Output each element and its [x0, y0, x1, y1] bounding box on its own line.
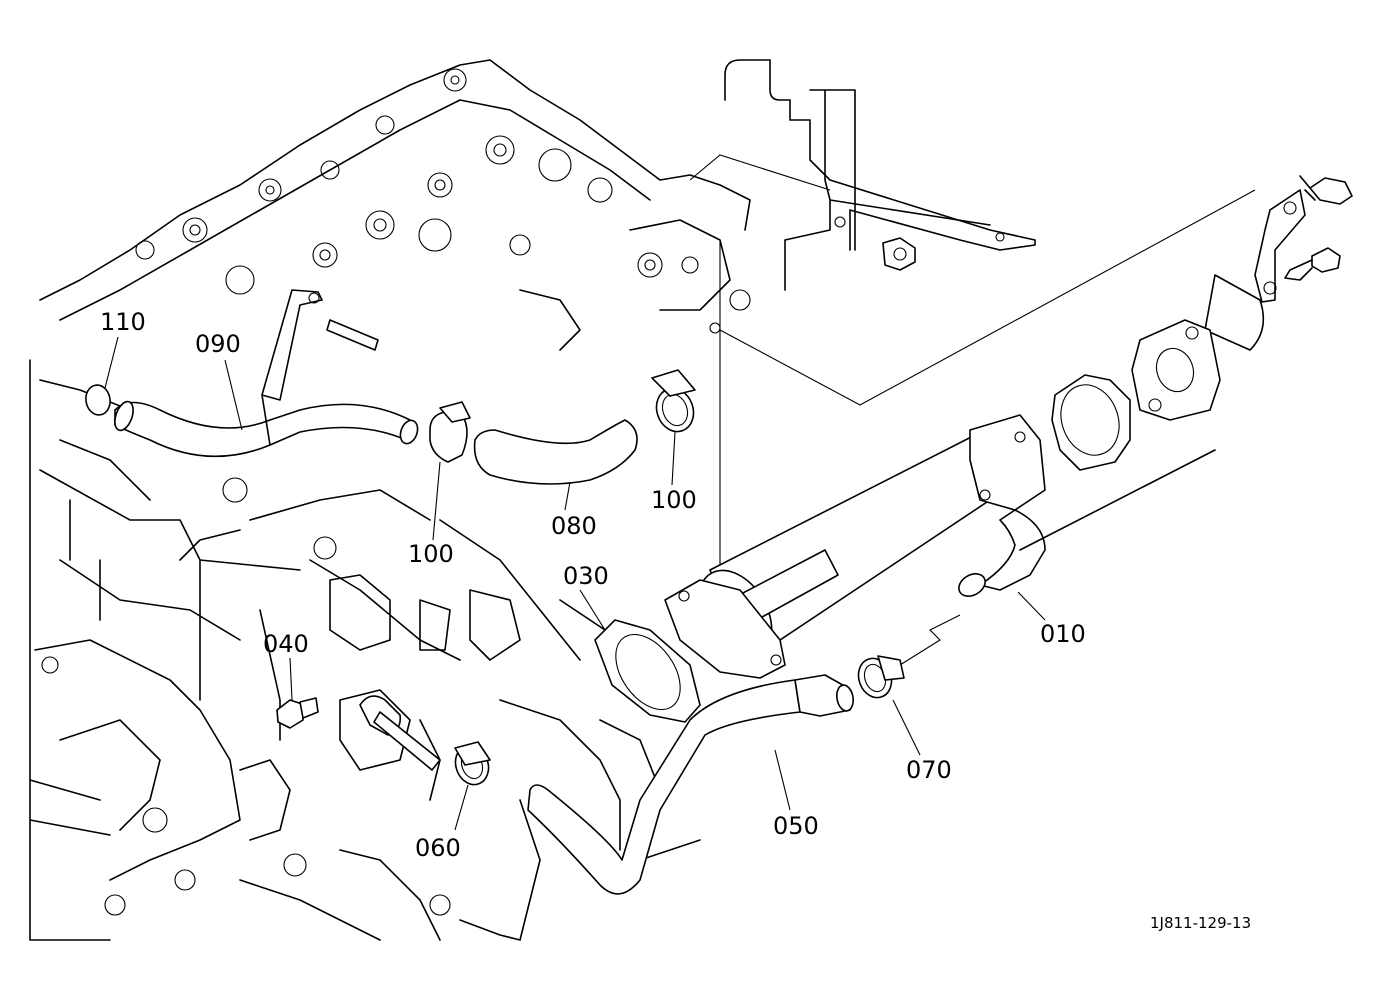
- leader-030: [579, 589, 606, 631]
- gasket-030: [594, 619, 701, 723]
- callout-leaders: [104, 336, 1046, 831]
- leader-090: [224, 359, 243, 431]
- callout-080: 080: [551, 512, 597, 540]
- callout-030: 030: [563, 562, 609, 590]
- fitting-stub: [359, 695, 441, 771]
- leader-050: [774, 749, 791, 811]
- leader-010: [1017, 591, 1046, 621]
- clamp-100-left: [429, 401, 471, 463]
- engine-block: [29, 59, 751, 941]
- leader-060: [454, 784, 469, 831]
- egr-cooler: [664, 274, 1265, 679]
- bolt-lower: [1284, 247, 1341, 281]
- pipe-090: [114, 289, 419, 458]
- drawing-code: 1J811-129-13: [1150, 914, 1251, 932]
- support-bracket: [724, 59, 1036, 291]
- flange-right: [1131, 319, 1221, 421]
- callout-070: 070: [906, 756, 952, 784]
- callout-100-left: 100: [408, 540, 454, 568]
- callout-100-right: 100: [651, 486, 697, 514]
- leader-040: [289, 657, 293, 701]
- leader-070: [892, 699, 921, 756]
- assembly-lines: [689, 154, 1256, 666]
- gasket-right: [1051, 374, 1131, 471]
- callout-050: 050: [773, 812, 819, 840]
- leader-100a: [432, 461, 441, 541]
- hose-080: [473, 419, 638, 485]
- bolt-040: [276, 697, 319, 729]
- callout-090: 090: [195, 330, 241, 358]
- callout-010: 010: [1040, 620, 1086, 648]
- leader-080: [564, 481, 571, 511]
- clamp-100-right: [651, 369, 696, 433]
- leader-100b: [671, 431, 676, 486]
- o-ring-110: [85, 384, 111, 416]
- egr-mount-bracket: [1254, 189, 1306, 303]
- leader-110: [104, 336, 119, 389]
- hose-050: [527, 674, 854, 895]
- callout-110: 110: [100, 308, 146, 336]
- clamp-070: [857, 655, 905, 699]
- callout-040: 040: [263, 630, 309, 658]
- flange-nut: [882, 237, 916, 271]
- bolt-upper: [1299, 175, 1353, 205]
- callout-060: 060: [415, 834, 461, 862]
- clamp-060: [454, 741, 491, 786]
